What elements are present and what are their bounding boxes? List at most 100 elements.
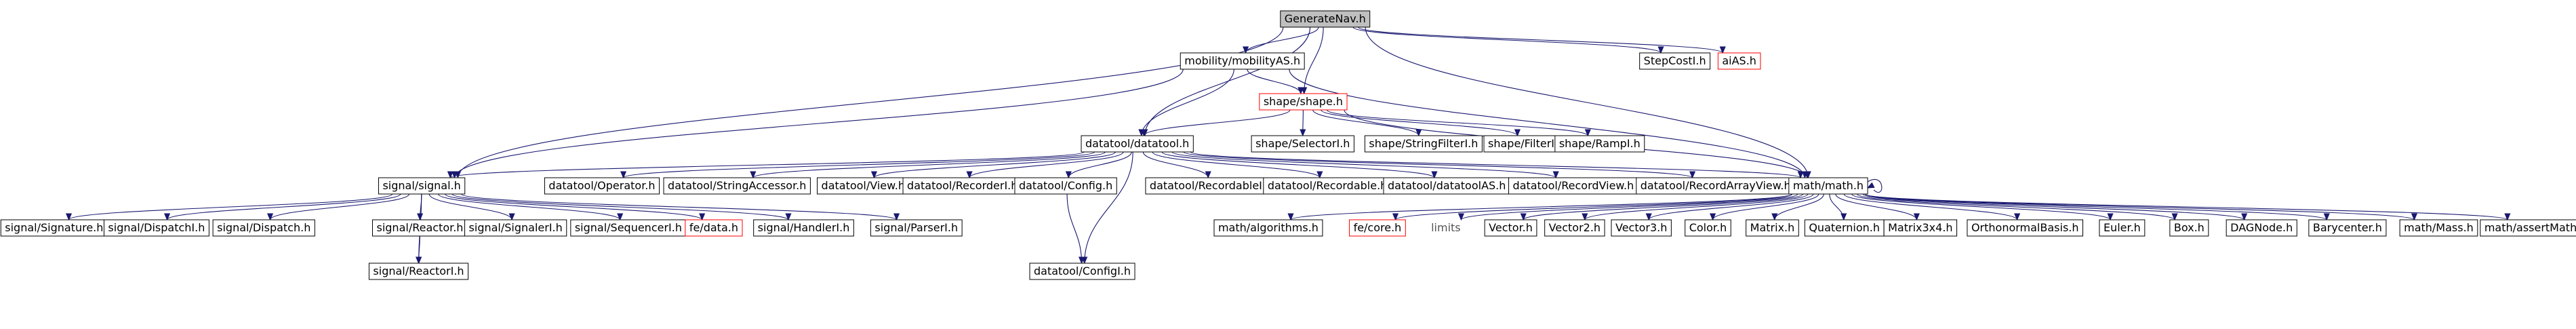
node-euler[interactable]: Euler.h <box>2099 219 2146 237</box>
node-generatenav[interactable]: GenerateNav.h <box>1280 10 1371 28</box>
edge-shape-to-filter <box>1321 109 1521 137</box>
node-box[interactable]: Box.h <box>2169 219 2209 237</box>
node-box <box>663 177 811 195</box>
node-mathmass[interactable]: math/Mass.h <box>2399 219 2478 237</box>
edge-signal-to-handleri <box>451 193 792 221</box>
node-label: Vector3.h <box>1615 221 1667 234</box>
node-box <box>1383 177 1510 195</box>
edge-datatool-to-recordview <box>1171 151 1559 179</box>
node-barycenter[interactable]: Barycenter.h <box>2308 219 2387 237</box>
node-box <box>870 219 963 237</box>
node-label: Box.h <box>2174 221 2205 234</box>
node-label: math/math.h <box>1793 179 1864 192</box>
node-datatoolas[interactable]: datatool/datatoolAS.h <box>1383 177 1510 195</box>
node-label: DAGNode.h <box>2230 221 2293 234</box>
node-label: StepCostI.h <box>1644 54 1706 67</box>
node-parseri[interactable]: signal/ParserI.h <box>870 219 963 237</box>
node-recordarrayview[interactable]: datatool/RecordArrayView.h <box>1636 177 1796 195</box>
node-box <box>1746 219 1799 237</box>
node-stringaccessor[interactable]: datatool/StringAccessor.h <box>663 177 811 195</box>
node-label: aiAS.h <box>1722 54 1756 67</box>
node-algorithms[interactable]: math/algorithms.h <box>1213 219 1323 237</box>
edge-math-to-math <box>1866 179 1883 193</box>
node-label: datatool/StringAccessor.h <box>668 179 806 192</box>
edge-signal-to-sequenceri <box>437 193 624 221</box>
node-label: datatool/Config.h <box>1019 179 1112 192</box>
node-matrix3x4[interactable]: Matrix3x4.h <box>1883 219 1958 237</box>
node-reactori[interactable]: signal/ReactorI.h <box>368 263 469 280</box>
node-label: datatool/Recordable.h <box>1268 179 1387 192</box>
node-selector[interactable]: shape/SelectorI.h <box>1251 135 1354 153</box>
node-mobility[interactable]: mobility/mobilityAS.h <box>1180 52 1305 70</box>
node-box <box>1611 219 1672 237</box>
edge-math-to-limits <box>1457 193 1798 221</box>
node-handleri[interactable]: signal/HandlerI.h <box>753 219 854 237</box>
node-vector3[interactable]: Vector3.h <box>1611 219 1672 237</box>
node-box <box>1883 219 1958 237</box>
node-label: Vector.h <box>1489 221 1533 234</box>
node-view[interactable]: datatool/View.h <box>817 177 910 195</box>
edge-math-to-algorithms <box>1287 193 1792 221</box>
node-box <box>212 219 315 237</box>
node-assertmath[interactable]: math/assertMath.h <box>2480 219 2576 237</box>
edge-datatool-to-datatoolas <box>1161 151 1438 179</box>
node-color[interactable]: Color.h <box>1685 219 1731 237</box>
node-sequenceri[interactable]: signal/SequencerI.h <box>570 219 687 237</box>
edge-generatenav-to-aias <box>1358 26 1726 54</box>
node-dagnode[interactable]: DAGNode.h <box>2226 219 2297 237</box>
edge-signal-to-signature <box>65 193 393 221</box>
node-box <box>1544 219 1605 237</box>
node-label: shape/StringFilterI.h <box>1369 137 1478 150</box>
node-box <box>2308 219 2387 237</box>
node-config[interactable]: datatool/Config.h <box>1014 177 1117 195</box>
node-box <box>1349 219 1406 237</box>
node-recorder[interactable]: datatool/RecorderI.h <box>902 177 1022 195</box>
node-recordablei[interactable]: datatool/RecordableI.h <box>1145 177 1277 195</box>
edge-mobility-to-signal <box>451 69 1184 179</box>
edge-signal-to-dispatch <box>266 193 410 221</box>
node-aias[interactable]: aiAS.h <box>1717 52 1761 70</box>
node-vector2[interactable]: Vector2.h <box>1544 219 1605 237</box>
node-quaternion[interactable]: Quaternion.h <box>1804 219 1885 237</box>
node-box <box>753 219 854 237</box>
node-fedata[interactable]: fe/data.h <box>685 219 743 237</box>
node-box <box>1145 177 1277 195</box>
node-fecore[interactable]: fe/core.h <box>1349 219 1406 237</box>
node-label: math/assertMath.h <box>2484 221 2576 234</box>
node-shape[interactable]: shape/shape.h <box>1259 93 1348 111</box>
node-stepcost[interactable]: StepCostI.h <box>1639 52 1711 70</box>
node-box <box>1364 135 1483 153</box>
node-dispatchi[interactable]: signal/DispatchI.h <box>103 219 209 237</box>
node-operator[interactable]: datatool/Operator.h <box>544 177 660 195</box>
node-matrix[interactable]: Matrix.h <box>1746 219 1799 237</box>
node-reactor[interactable]: signal/Reactor.h <box>371 219 468 237</box>
node-label: shape/FilterI.h <box>1488 137 1565 150</box>
node-signal[interactable]: signal/signal.h <box>378 177 466 195</box>
node-vector[interactable]: Vector.h <box>1484 219 1537 237</box>
node-label: datatool/RecordView.h <box>1513 179 1634 192</box>
node-label: datatool/Operator.h <box>548 179 655 192</box>
node-stringfilter[interactable]: shape/StringFilterI.h <box>1364 135 1483 153</box>
node-limits: limits <box>1431 221 1461 234</box>
node-signature[interactable]: signal/Signature.h <box>0 219 108 237</box>
node-label: signal/signal.h <box>382 179 460 192</box>
node-signaleri[interactable]: signal/SignalerI.h <box>464 219 567 237</box>
node-orthonormal[interactable]: OrthonormalBasis.h <box>1967 219 2084 237</box>
node-recordable[interactable]: datatool/Recordable.h <box>1263 177 1392 195</box>
node-math[interactable]: math/math.h <box>1788 177 1868 195</box>
node-label: signal/ReactorI.h <box>373 265 464 277</box>
node-recordview[interactable]: datatool/RecordView.h <box>1508 177 1638 195</box>
node-label: datatool/datatoolAS.h <box>1388 179 1506 192</box>
node-dispatch[interactable]: signal/Dispatch.h <box>212 219 315 237</box>
node-label: datatool/ConfigI.h <box>1034 265 1131 277</box>
edge-shape-to-selector <box>1300 109 1306 137</box>
node-label: signal/SequencerI.h <box>575 221 682 234</box>
node-box <box>570 219 687 237</box>
edge-math-to-matrix3x4 <box>1835 193 1920 221</box>
node-ramp[interactable]: shape/RampI.h <box>1554 135 1645 153</box>
node-box <box>544 177 660 195</box>
node-datatool[interactable]: datatool/datatool.h <box>1081 135 1194 153</box>
edge-datatool-to-view <box>870 151 1116 179</box>
node-box <box>1554 135 1645 153</box>
node-configi[interactable]: datatool/ConfigI.h <box>1029 263 1135 280</box>
